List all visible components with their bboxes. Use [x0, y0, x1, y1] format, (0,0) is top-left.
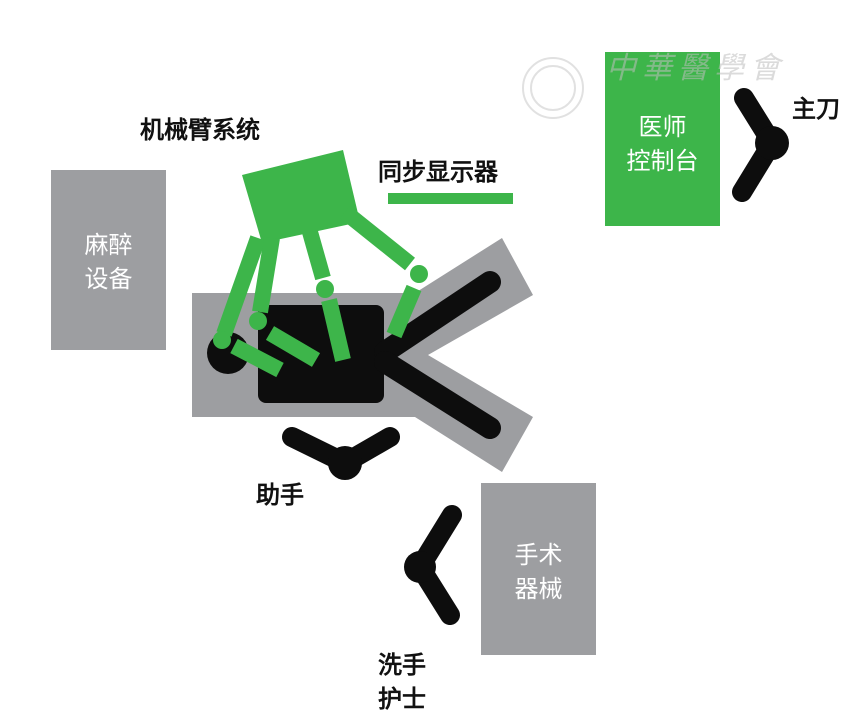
assistant-label: 助手: [256, 481, 304, 509]
watermark-seal-icon: [522, 57, 584, 119]
console-label: 医师 控制台: [605, 110, 720, 178]
scrub-nurse-label: 洗手 护士: [378, 648, 426, 716]
surgeon-label: 主刀: [792, 95, 840, 123]
anesthesia-label: 麻醉 设备: [51, 228, 166, 296]
robot-arm-system: [213, 150, 428, 378]
scrub-nurse-label-line1: 洗手: [378, 651, 426, 679]
instruments-label-line2: 器械: [514, 575, 563, 603]
anesthesia-label-line2: 设备: [84, 265, 133, 293]
sync-display-bar: [388, 193, 513, 204]
robot-arm-system-label: 机械臂系统: [140, 116, 260, 144]
instruments-label-line1: 手术: [514, 541, 563, 569]
instruments-label: 手术 器械: [481, 538, 596, 606]
console-label-line1: 医师: [638, 113, 687, 141]
surgical-instruments-box: [481, 483, 596, 655]
surgeon-console-box: [605, 52, 720, 226]
surgeon-figure: [732, 88, 789, 202]
console-label-line2: 控制台: [626, 147, 699, 175]
scrub-nurse-figure: [404, 505, 462, 625]
scrub-nurse-label-line2: 护士: [378, 685, 426, 713]
sync-display-label: 同步显示器: [378, 158, 498, 186]
watermark-text: 中華醫學會: [606, 51, 786, 86]
anesthesia-equipment-box: [51, 170, 166, 350]
anesthesia-label-line1: 麻醉: [84, 231, 133, 259]
assistant-figure: [282, 427, 400, 480]
